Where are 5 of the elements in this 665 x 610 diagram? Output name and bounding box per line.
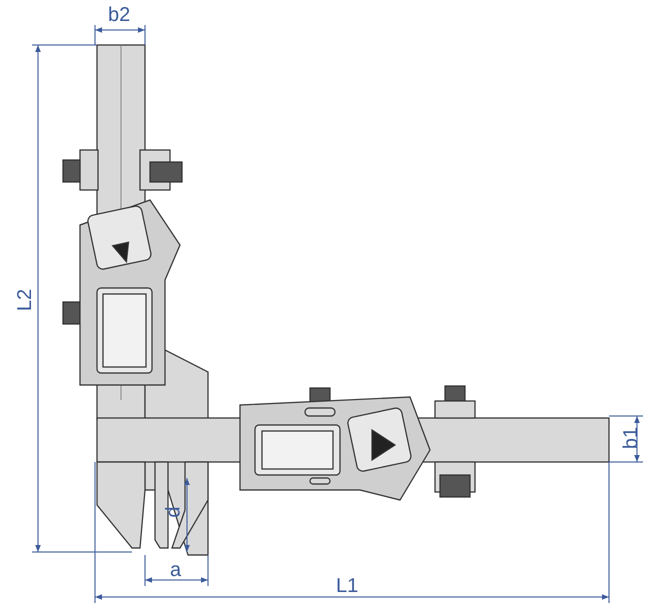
- dimension-label: b2: [108, 5, 130, 25]
- dimension-label: L1: [336, 576, 358, 596]
- dimension-label: d: [164, 506, 184, 518]
- dimension-label: a: [170, 560, 182, 580]
- dimension-label: L2: [15, 288, 36, 312]
